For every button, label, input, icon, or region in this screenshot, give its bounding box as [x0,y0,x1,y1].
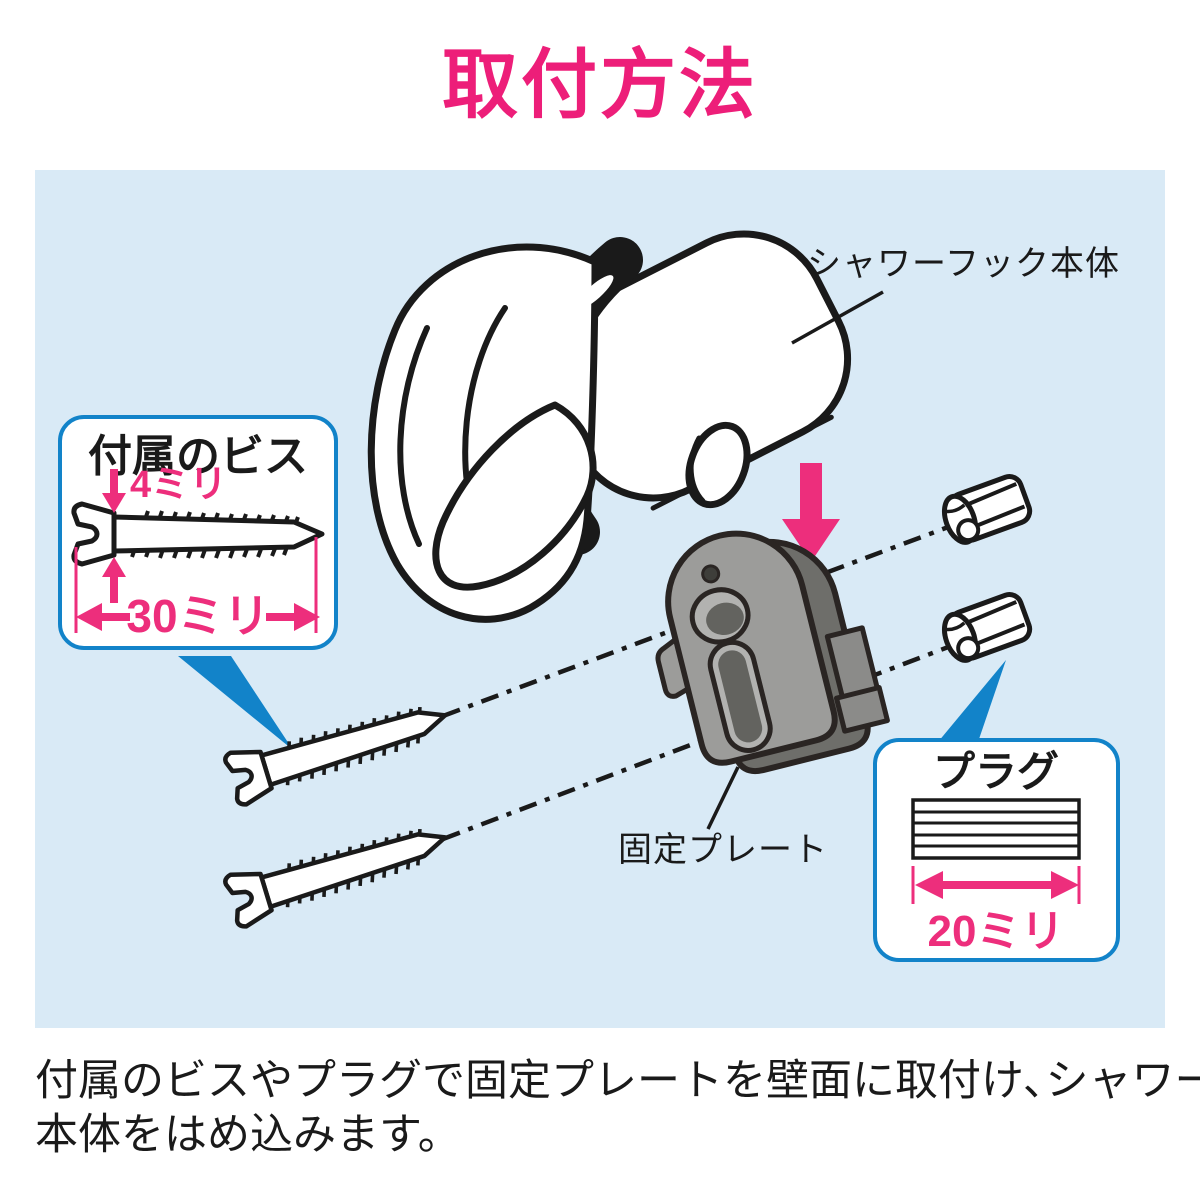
screw-side-view [74,504,322,564]
plug-callout-title: プラグ [933,748,1059,795]
fixing-plate-drawing [655,530,890,775]
plug-callout-box: プラグ 20ミリ [873,738,1120,962]
length-dimension-label: 30ミリ [126,590,269,642]
screw-drawing-2 [224,812,453,929]
plug-callout-tail [938,660,1006,742]
leader-line-fixing-plate [706,766,740,830]
wall-plug-drawing-2 [939,591,1033,664]
caption-text: 付属のビスやプラグで固定プレートを壁面に取付け､シャワーフック 本体をはめ込みま… [35,1054,1200,1162]
screw-callout-title: 付属のビス [88,432,308,481]
installation-diagram [178,230,1165,1028]
shower-hook-drawing [367,230,852,623]
down-arrow-icon [782,463,840,562]
plug-side-view [911,798,1081,860]
caption-line-2: 本体をはめ込みます。 [35,1111,461,1160]
alignment-dashline-top [442,523,952,719]
plug-dimension-label: 20ミリ [928,907,1065,956]
head-dimension-label: 4ミリ [130,464,227,506]
leader-line-shower-hook [791,290,884,345]
diagram-panel: シャワーフック本体 固定プレート 付属のビス 4ミリ 30 [35,170,1165,1028]
head-dimension-arrows [102,469,126,603]
length-dimension-arrows [76,603,320,631]
screw-callout-box: 付属のビス 4ミリ 30ミリ [58,415,338,650]
plug-dimension-arrows [915,871,1079,899]
screw-callout-tail [178,656,293,750]
caption-line-1: 付属のビスやプラグで固定プレートを壁面に取付け､シャワーフック [35,1057,1200,1105]
page-title: 取付方法 [442,43,758,128]
label-fixing-plate: 固定プレート [618,831,828,869]
label-shower-hook-body: シャワーフック本体 [807,245,1120,283]
wall-plug-drawing-1 [939,473,1033,546]
